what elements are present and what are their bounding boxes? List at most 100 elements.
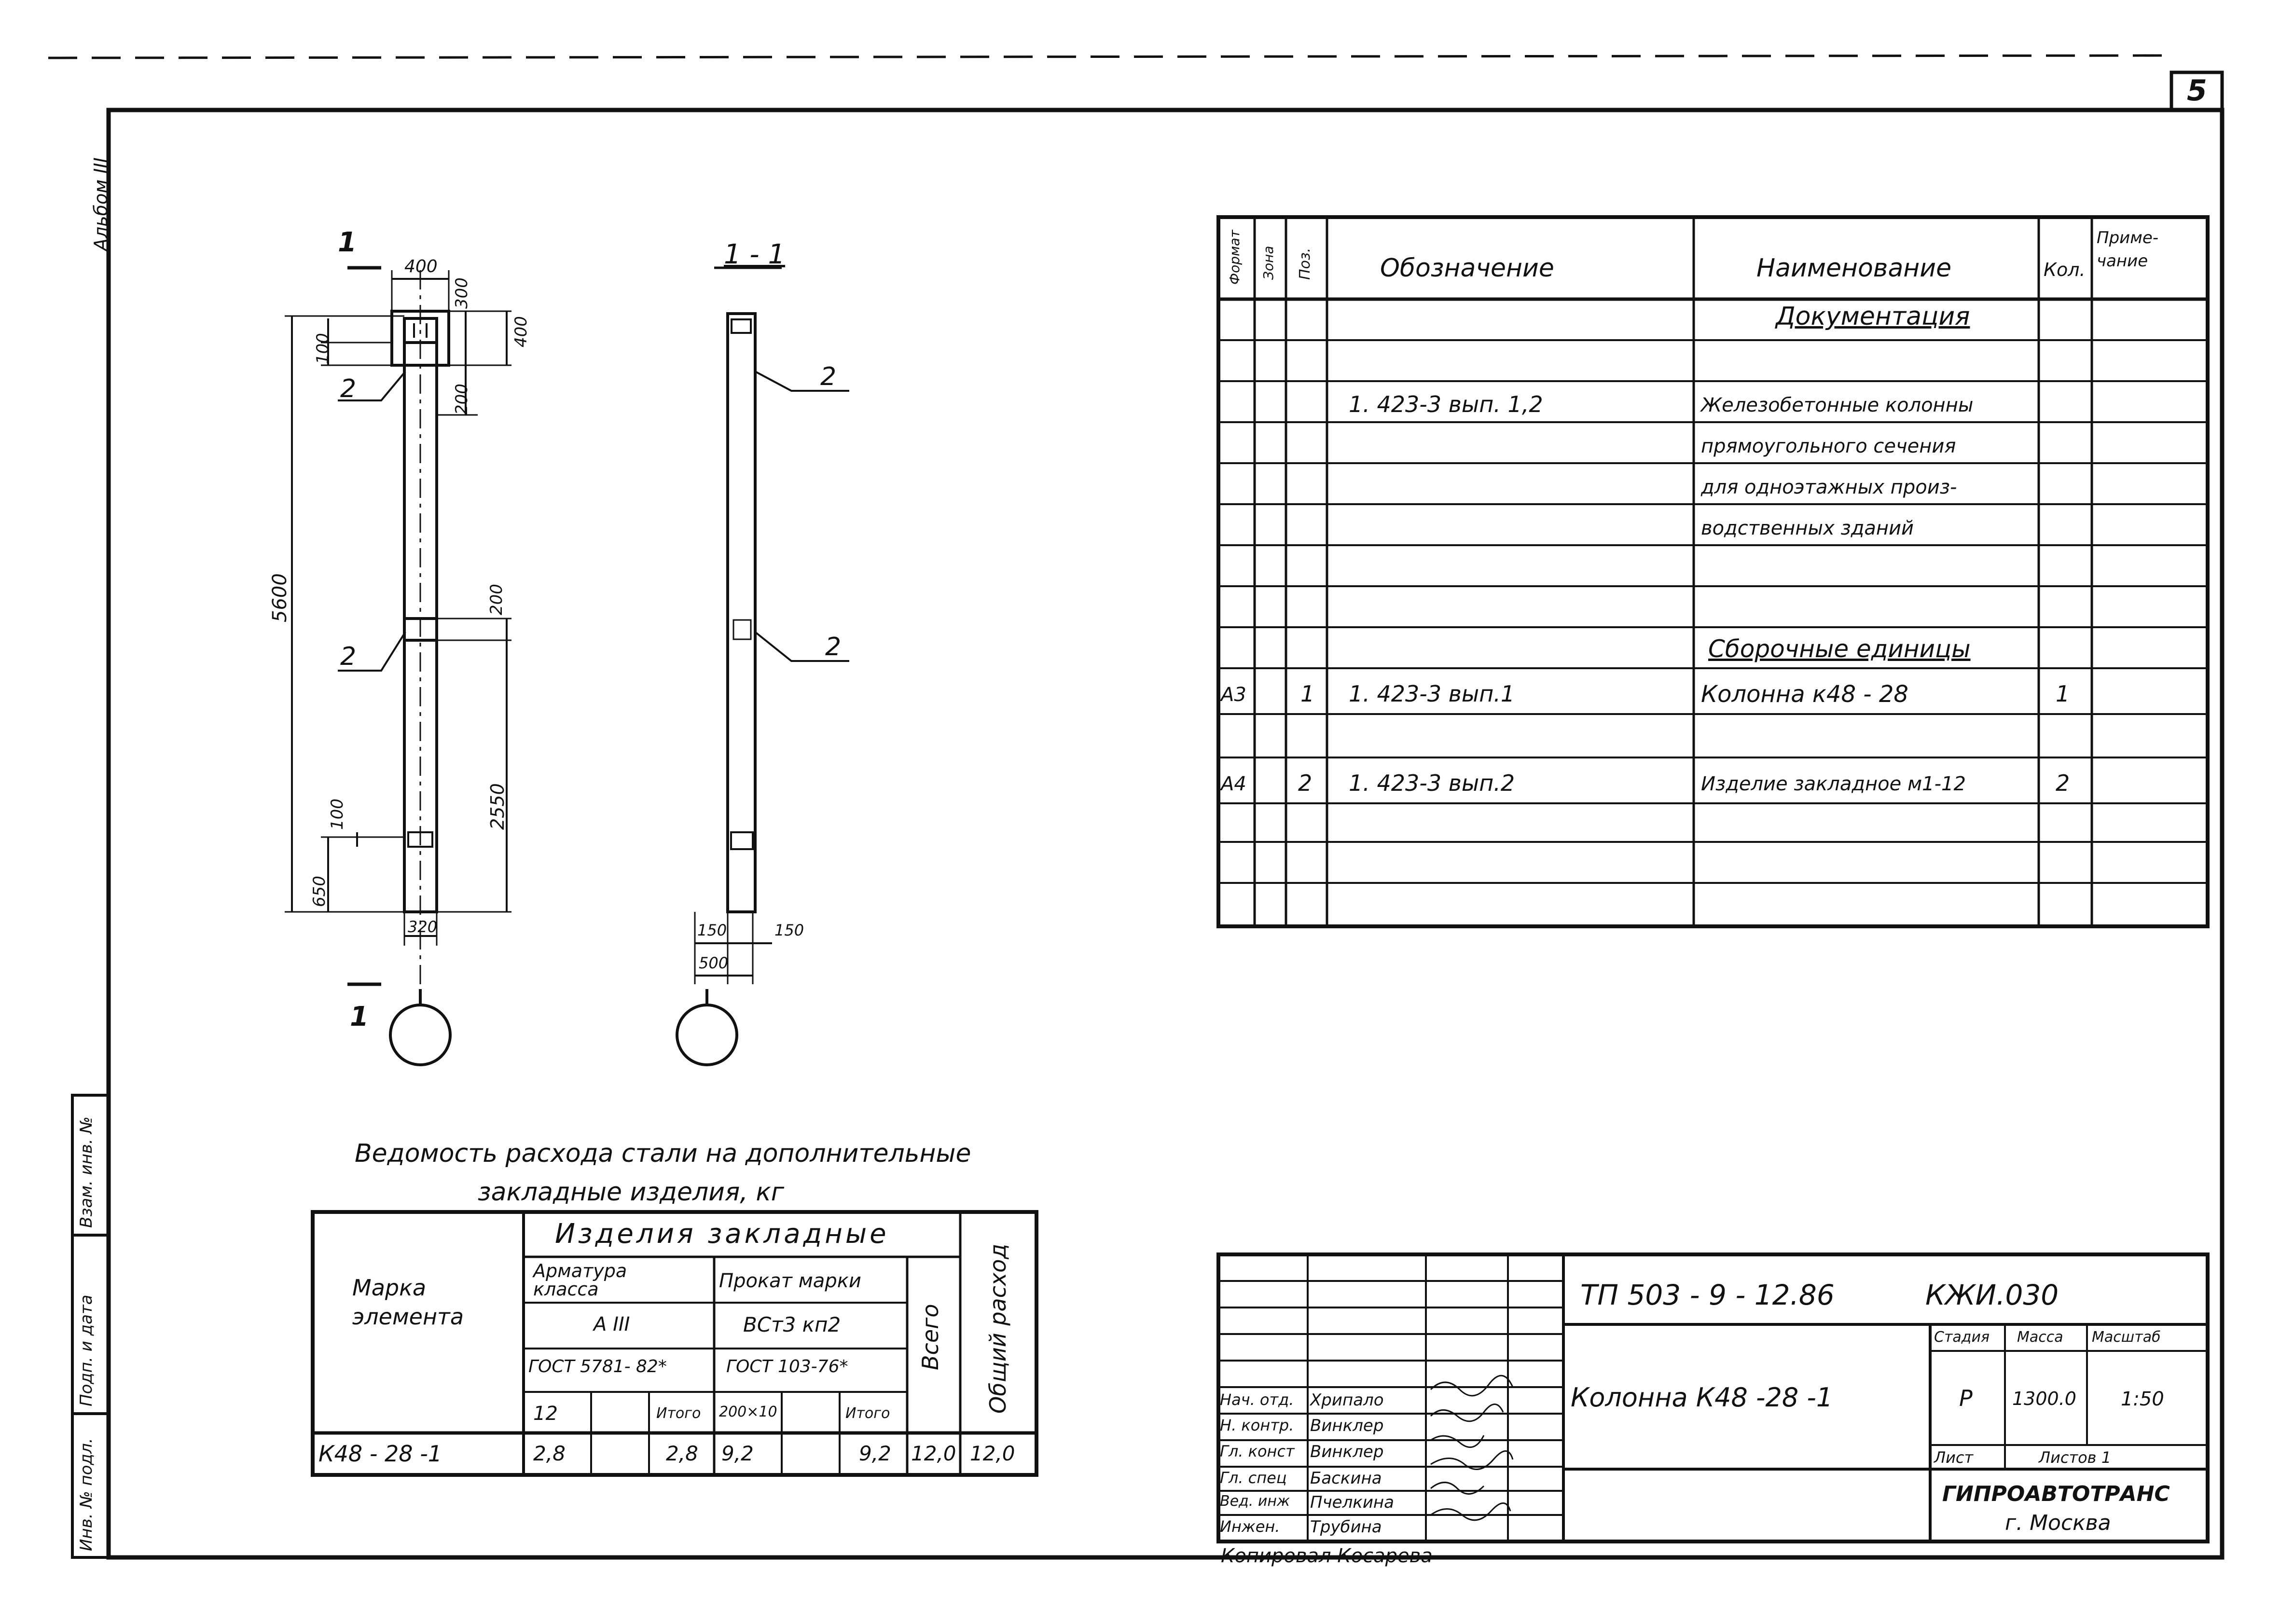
tb-title: Колонна К48 -28 -1 — [1571, 1382, 1833, 1413]
steel-prokat-gost: ГОСТ 103-76* — [726, 1357, 848, 1376]
tb-sheet-code: КЖИ.030 — [1925, 1279, 2059, 1311]
column-elevation — [285, 266, 511, 1066]
dim-200-top: 200 — [452, 384, 471, 415]
steel-sub-200: 200×10 — [719, 1404, 777, 1420]
tb-staff-name-5: Пчелкина — [1310, 1493, 1395, 1512]
tb-mass: 1300.0 — [2012, 1388, 2076, 1409]
steel-row-itogo2: 9,2 — [859, 1442, 891, 1465]
tb-staff-name-6: Трубина — [1310, 1517, 1382, 1537]
spec-doc-name-1: Железобетонные колонны — [1701, 394, 1974, 416]
tb-staff-role-5: Вед. инж — [1220, 1493, 1290, 1510]
steel-group-header: Изделия закладные — [555, 1218, 889, 1250]
spec-header-pos: Поз. — [1297, 248, 1313, 280]
sec-dim-150-right: 150 — [774, 921, 804, 939]
sheet-number: 5 — [2187, 74, 2207, 108]
steel-mark-header: Марка элемента — [352, 1275, 464, 1330]
spec-header-designation: Обозначение — [1380, 254, 1554, 283]
spec-row2-designation: 1. 423-3 вып.2 — [1349, 770, 1515, 796]
tb-staff-role-2: Н. контр. — [1220, 1416, 1294, 1434]
tb-staff-name-1: Хрипало — [1310, 1390, 1384, 1410]
spec-row2-qty: 2 — [2056, 770, 2070, 796]
spec-row1-name: Колонна к48 - 28 — [1701, 681, 1908, 708]
spec-header-format: Формат — [1227, 230, 1243, 285]
spec-row2-pos: 2 — [1298, 770, 1313, 796]
steel-sub-12: 12 — [533, 1403, 558, 1425]
tb-staff-role-3: Гл. конст — [1220, 1442, 1295, 1460]
spec-row2-name: Изделие закладное м1-12 — [1701, 773, 1966, 795]
callout-2-sec-mid: 2 — [825, 633, 842, 661]
tb-staff-name-3: Винклер — [1310, 1442, 1384, 1461]
steel-title-line2: закладные изделия, кг — [478, 1178, 785, 1207]
steel-armatura-grade: А III — [594, 1313, 630, 1335]
tb-scale-label: Масштаб — [2092, 1329, 2161, 1346]
tb-staff-role-4: Гл. спец — [1220, 1469, 1287, 1487]
spec-header-zone: Зона — [1260, 246, 1276, 280]
dim-200-mid: 200 — [487, 584, 506, 615]
tb-scale: 1:50 — [2121, 1388, 2164, 1410]
dim-5600: 5600 — [269, 573, 291, 622]
tb-staff-role-1: Нач. отд. — [1220, 1390, 1294, 1409]
column-section — [676, 266, 849, 1066]
tb-stage: Р — [1959, 1385, 1973, 1411]
spec-doc-name-4: водственных зданий — [1701, 517, 1914, 539]
sec-dim-500: 500 — [699, 954, 729, 972]
tb-org: ГИПРОАВТОТРАНС — [1942, 1482, 2170, 1506]
steel-vsego-header: Всего — [917, 1304, 943, 1370]
stamp-inv-podl: Инв. № подл. — [77, 1438, 96, 1551]
stamp-vzam-inv: Взам. инв. № — [77, 1116, 96, 1228]
dim-400-right: 400 — [511, 316, 531, 347]
tb-staff-name-4: Баскина — [1310, 1469, 1382, 1488]
steel-prokat-mark: Прокат марки — [719, 1270, 861, 1292]
steel-total-header: Общий расход — [985, 1243, 1011, 1414]
tb-stage-label: Стадия — [1934, 1329, 1990, 1346]
steel-sub-itogo2: Итого — [845, 1405, 890, 1422]
steel-title-line1: Ведомость расхода стали на дополнительны… — [355, 1139, 971, 1168]
stamp-podp-data: Подп. и дата — [77, 1294, 96, 1406]
spec-section-docs: Документация — [1776, 302, 1970, 331]
spec-section-units: Сборочные единицы — [1708, 635, 1971, 663]
tb-sheet-label: Лист — [1934, 1448, 1974, 1467]
spec-row2-format: А4 — [1221, 773, 1246, 795]
tb-staff-role-6: Инжен. — [1220, 1517, 1280, 1536]
steel-row-mark: К48 - 28 -1 — [318, 1441, 442, 1467]
dim-2550: 2550 — [487, 783, 508, 830]
tb-copied: Копировал Косарева — [1221, 1545, 1433, 1567]
steel-row-total: 12,0 — [970, 1442, 1015, 1465]
dim-400: 400 — [404, 257, 438, 276]
spec-row1-designation: 1. 423-3 вып.1 — [1349, 681, 1515, 707]
steel-armatura-gost: ГОСТ 5781- 82* — [528, 1357, 667, 1376]
tb-sheets-label: Листов 1 — [2039, 1448, 2112, 1467]
spec-doc-designation: 1. 423-3 вып. 1,2 — [1349, 391, 1543, 417]
dim-320: 320 — [408, 918, 438, 936]
album-stamp: Альбом III — [90, 157, 111, 251]
title-block-grid — [1216, 1252, 2210, 1543]
spec-row1-pos: 1 — [1300, 681, 1315, 707]
callout-2-elev-top: 2 — [340, 374, 357, 403]
tb-staff-name-2: Винклер — [1310, 1416, 1384, 1435]
tb-code: ТП 503 - 9 - 12.86 — [1580, 1279, 1835, 1311]
spec-row1-format: А3 — [1221, 684, 1246, 706]
spec-header-note: Приме-чание — [2097, 228, 2159, 271]
spec-table-grid — [1216, 215, 2210, 928]
steel-row-itogo1: 2,8 — [666, 1442, 698, 1465]
spec-header-qty: Кол. — [2044, 259, 2086, 280]
dim-100: 100 — [313, 333, 332, 364]
dim-100-low: 100 — [328, 798, 347, 830]
steel-row-vsego: 12,0 — [911, 1442, 956, 1465]
tb-city: г. Москва — [2005, 1511, 2111, 1535]
steel-sub-itogo1: Итого — [656, 1405, 701, 1422]
signature-marks — [1430, 1375, 1514, 1521]
steel-row-200: 9,2 — [721, 1442, 754, 1465]
section-title: 1 - 1 — [724, 239, 786, 270]
sec-dim-150-left: 150 — [697, 921, 727, 939]
spec-doc-name-3: для одноэтажных произ- — [1701, 476, 1957, 498]
steel-prokat-grade: ВСт3 кп2 — [743, 1313, 841, 1336]
callout-2-sec-top: 2 — [820, 362, 837, 391]
steel-table-grid — [311, 1210, 1038, 1477]
callout-2-elev-mid: 2 — [340, 642, 357, 671]
dim-300: 300 — [452, 277, 471, 309]
spec-header-name: Наименование — [1756, 254, 1952, 283]
spec-doc-name-2: прямоугольного сечения — [1701, 435, 1956, 457]
cut-mark-bottom: 1 — [350, 1001, 369, 1032]
